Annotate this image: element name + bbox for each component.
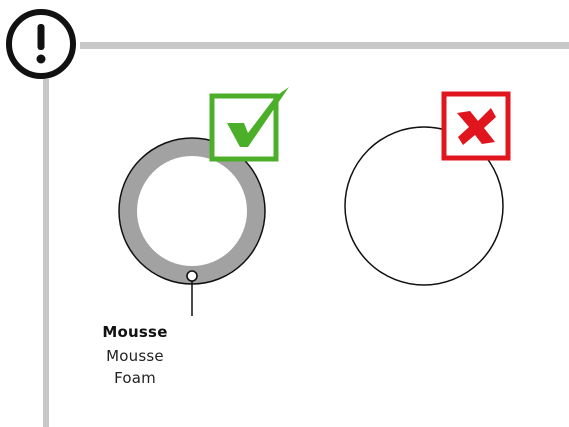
- plain-circle-diagram: [344, 126, 504, 286]
- foam-ring-diagram: [118, 137, 266, 316]
- label-line-1: Mousse: [106, 347, 164, 365]
- exclamation-icon: [6, 9, 76, 79]
- top-rule: [80, 42, 569, 49]
- label-title: Mousse: [102, 323, 168, 341]
- check-mark-icon: [209, 87, 289, 162]
- side-rule: [43, 79, 49, 427]
- cross-mark-icon: [441, 91, 511, 161]
- label-line-2: Foam: [114, 369, 156, 387]
- callout-dot: [186, 270, 198, 282]
